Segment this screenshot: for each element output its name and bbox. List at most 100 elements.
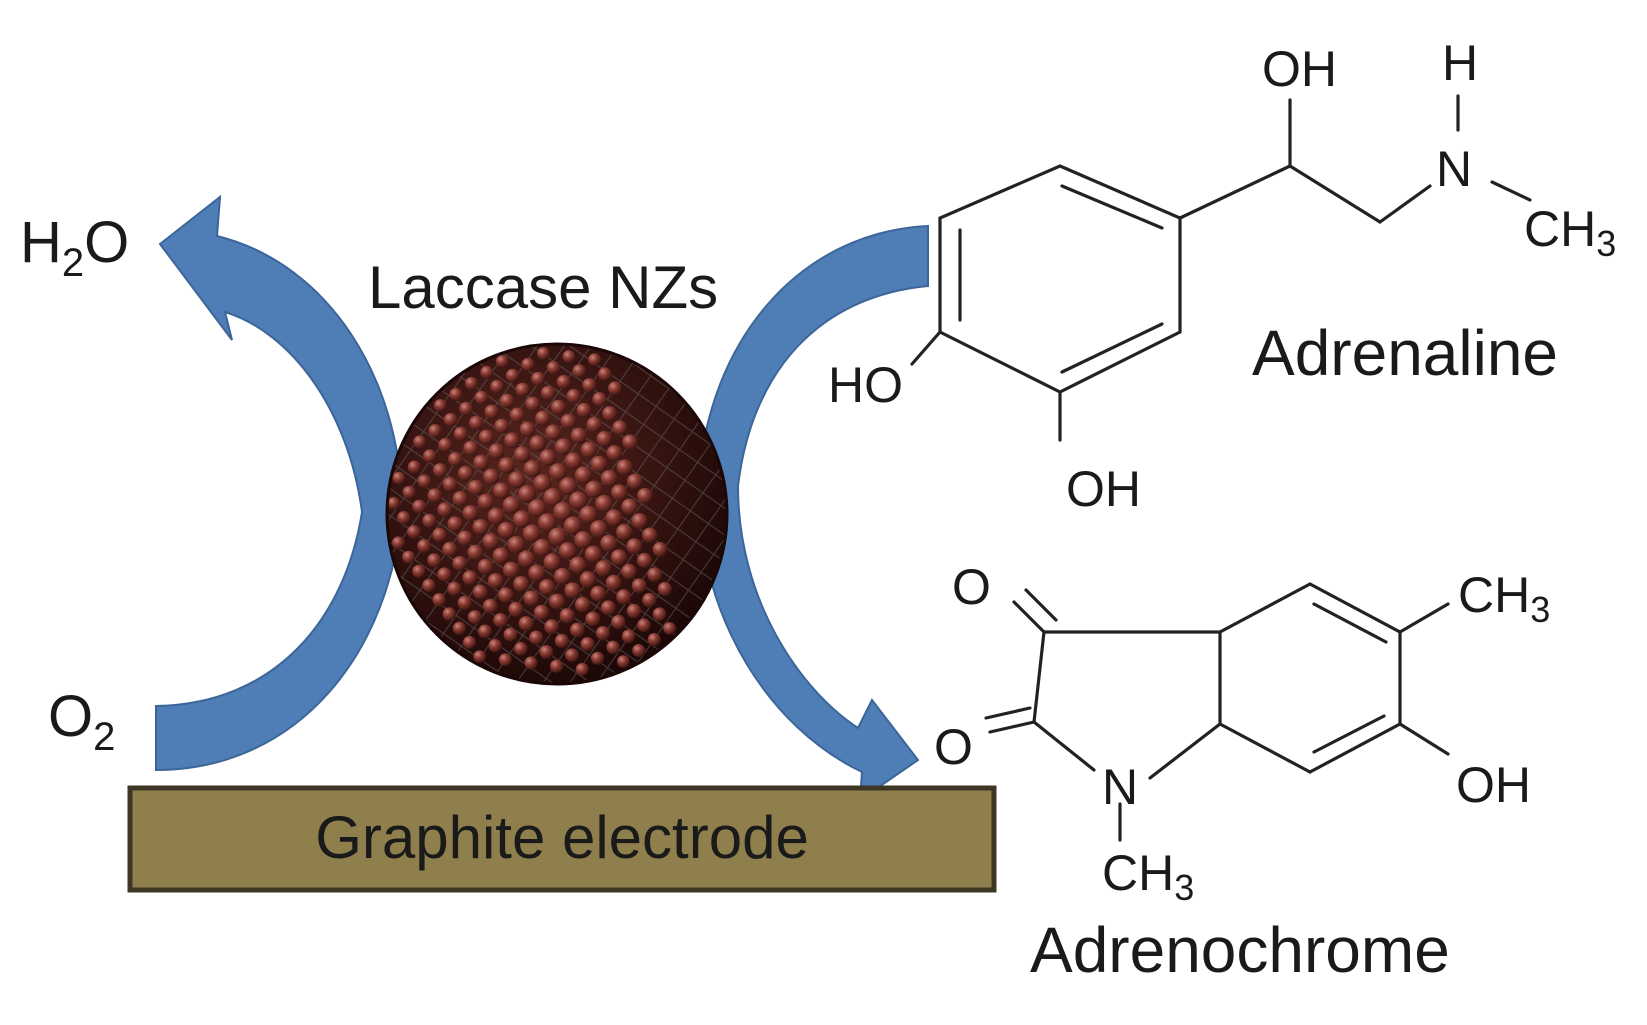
nanoparticle-bead xyxy=(508,601,524,617)
nanoparticle-bead xyxy=(569,491,588,510)
nanoparticle-bead xyxy=(519,421,536,438)
nanoparticle-bead xyxy=(549,463,567,481)
nanoparticle-bead xyxy=(502,561,520,578)
nanoparticle-bead xyxy=(462,505,479,521)
catalyst-label: Laccase NZs xyxy=(368,254,718,321)
nanoparticle-bead xyxy=(497,521,515,539)
nanoparticle-bead xyxy=(522,524,541,543)
adrenochrome-n-ch3: CH3 xyxy=(1102,845,1194,908)
nanoparticle-bead xyxy=(582,378,597,393)
nanoparticle-bead xyxy=(528,564,546,582)
nanoparticle-bead xyxy=(457,530,473,546)
nanoparticle-bead xyxy=(626,538,643,555)
nanoparticle-bead xyxy=(518,550,535,568)
nanoparticle-bead xyxy=(554,438,572,456)
nanoparticle-bead xyxy=(467,479,484,496)
nanoparticle-bead xyxy=(554,633,570,649)
nanoparticle-bead xyxy=(453,426,468,441)
nanoparticle-bead xyxy=(529,435,546,452)
nanoparticle-bead xyxy=(545,424,562,441)
nanoparticle-bead xyxy=(616,589,632,605)
graphite-electrode xyxy=(127,785,997,893)
adrenaline-structure: OH H N CH3 HO OH xyxy=(828,35,1616,517)
nanoparticle-bead xyxy=(529,630,544,645)
nanoparticle-bead xyxy=(538,579,556,596)
nanoparticle-bead xyxy=(572,364,586,378)
nanoparticle-bead xyxy=(637,618,651,632)
nanoparticle-bead xyxy=(563,516,583,535)
adrenochrome-o-bottom: O xyxy=(934,719,973,775)
nanoparticle-bead xyxy=(480,365,494,379)
nanoparticle-bead xyxy=(562,350,576,364)
nanoparticle-bead xyxy=(580,637,595,652)
nanoparticle-bead xyxy=(432,463,448,478)
nanoparticle-bead xyxy=(508,471,526,489)
nanoparticle-bead xyxy=(550,659,564,673)
nanoparticle-beads xyxy=(387,347,676,676)
nanoparticle-bead xyxy=(438,437,453,452)
nanoparticle-bead xyxy=(598,367,612,381)
nanoparticle-bead xyxy=(612,420,628,436)
nanoparticle-bead xyxy=(417,539,431,553)
adrenochrome-structure: O O N CH3 CH3 OH xyxy=(934,559,1550,908)
nanoparticle-bead xyxy=(600,534,618,552)
nanoparticle-bead xyxy=(417,474,432,489)
nanoparticle-bead xyxy=(495,354,509,368)
nanoparticle-bead xyxy=(569,556,587,574)
nanoparticle-bead xyxy=(387,496,400,510)
nanoparticle-bead xyxy=(605,509,623,527)
nanoparticle-bead xyxy=(437,567,452,582)
nanoparticle-bead xyxy=(488,443,505,460)
nanoparticle-bead xyxy=(616,655,630,668)
nanoparticle-bead xyxy=(487,573,504,589)
nanoparticle-bead xyxy=(605,574,622,591)
nanoparticle-bead xyxy=(402,485,416,499)
nanoparticle-bead xyxy=(467,544,484,561)
nanoparticle-bead xyxy=(392,536,405,550)
nanoparticle-bead xyxy=(574,531,592,549)
nanoparticle-bead xyxy=(652,542,668,557)
nanoparticle-bead xyxy=(523,590,540,607)
nanoparticle-bead xyxy=(483,468,500,485)
nanoparticle-bead xyxy=(591,651,605,665)
nanoparticle-bead xyxy=(412,499,427,514)
nanoparticle-bead xyxy=(621,563,637,580)
nanoparticle-bead xyxy=(448,451,463,467)
nanoparticle-bead xyxy=(535,410,551,426)
nanoparticle-bead xyxy=(631,513,648,529)
nanoparticle-bead xyxy=(525,396,541,412)
nanoparticle-bead xyxy=(546,361,561,375)
adrenaline-h: H xyxy=(1442,35,1478,91)
nanoparticle-bead xyxy=(492,547,510,564)
adrenochrome-oh: OH xyxy=(1456,757,1531,813)
nanoparticle-bead xyxy=(472,584,488,600)
nanoparticle-bead xyxy=(596,431,613,447)
nanoparticle-bead xyxy=(528,499,547,518)
nanoparticle-bead xyxy=(482,598,498,614)
nanoparticle-bead xyxy=(518,485,536,503)
nanoparticle-bead xyxy=(626,473,643,490)
nanoparticle-bead xyxy=(642,592,657,608)
nanoparticle-bead xyxy=(464,376,478,390)
adrenaline-n: N xyxy=(1436,141,1472,197)
nanoparticle-bead xyxy=(590,585,606,602)
nanoparticle-bead xyxy=(514,446,531,463)
nanoparticle-bead xyxy=(553,501,573,521)
nanoparticle-bead xyxy=(584,545,602,563)
nanoparticle-bead xyxy=(579,571,597,588)
nanoparticle-bead xyxy=(657,581,672,596)
nanoparticle-bead xyxy=(539,449,557,467)
nanoparticle-bead xyxy=(576,402,592,418)
nanoparticle-bead xyxy=(488,638,502,653)
nanoparticle-bead xyxy=(469,415,484,431)
nanoparticle-bead xyxy=(397,510,411,525)
nanoparticle-bead xyxy=(467,610,482,625)
nanoparticle-bead xyxy=(407,525,421,539)
nanoparticle-bead xyxy=(616,523,633,541)
nanoparticle-bead xyxy=(588,353,602,367)
nanoparticle-bead xyxy=(559,477,578,496)
nanoparticle-bead xyxy=(503,627,518,642)
nanoparticle-bead xyxy=(539,645,554,659)
nanoparticle-bead xyxy=(589,520,608,538)
nanoparticle-bead xyxy=(514,642,528,656)
